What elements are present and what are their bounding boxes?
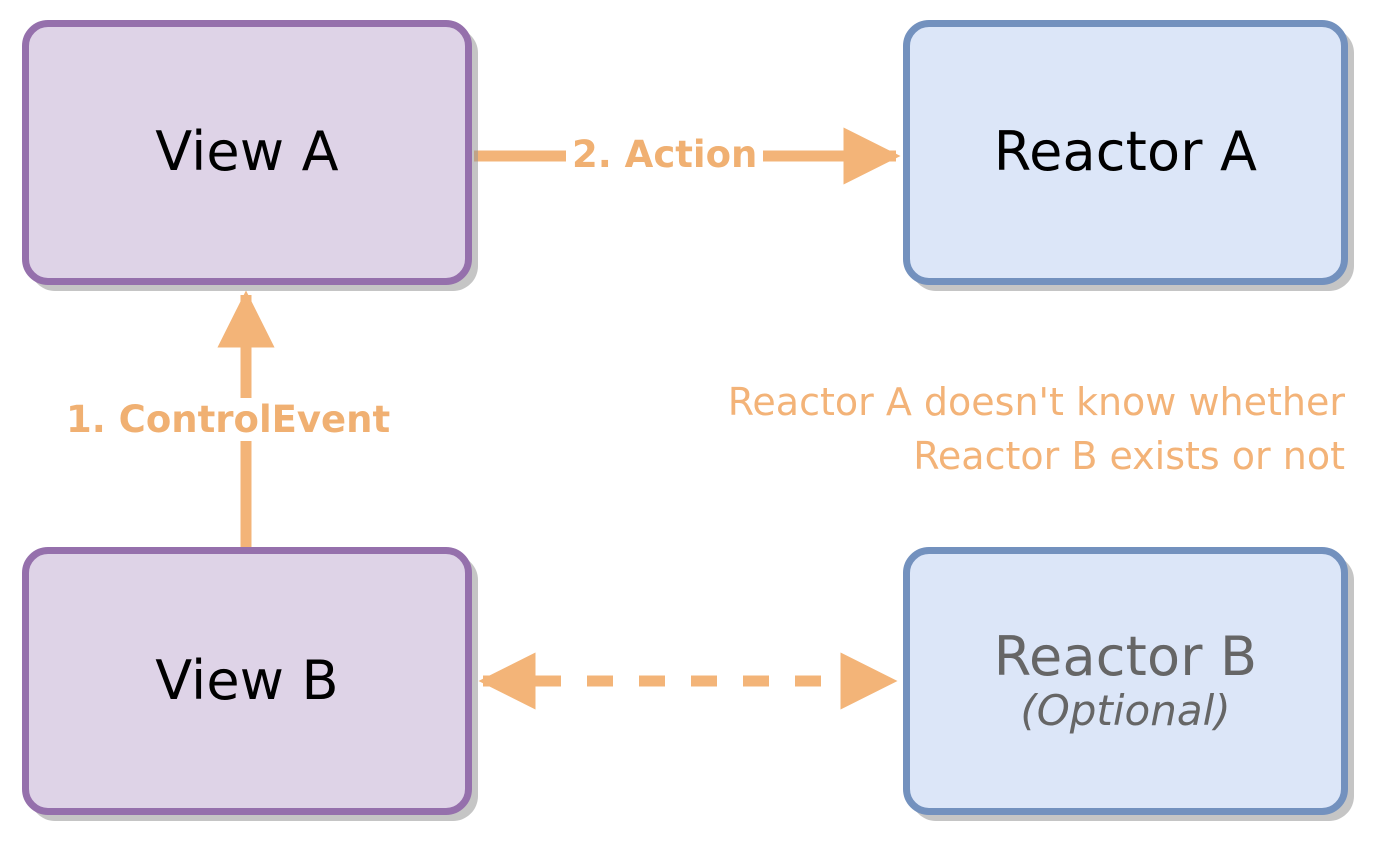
node-view-b-label: View B xyxy=(155,648,339,712)
annotation-text: Reactor A doesn't know whether Reactor B… xyxy=(727,380,1345,478)
node-view-a[interactable]: View A xyxy=(22,20,472,285)
node-reactor-a-label: Reactor A xyxy=(993,120,1258,184)
node-reactor-b-label: Reactor B xyxy=(993,624,1258,688)
node-reactor-b[interactable]: Reactor B (Optional) xyxy=(903,547,1348,815)
node-view-a-label: View A xyxy=(155,120,339,184)
edge-label-control-event: 1. ControlEvent xyxy=(58,398,399,441)
node-reactor-a[interactable]: Reactor A xyxy=(903,20,1348,285)
edge-label-action: 2. Action xyxy=(566,134,764,175)
node-view-b[interactable]: View B xyxy=(22,547,472,815)
node-reactor-b-sublabel: (Optional) xyxy=(1020,686,1231,736)
